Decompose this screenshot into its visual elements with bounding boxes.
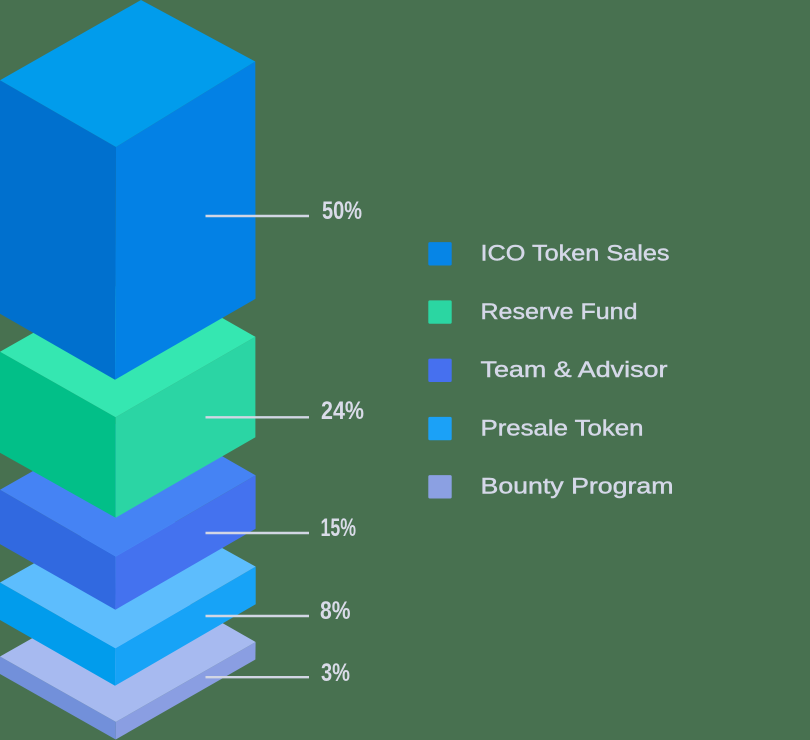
svg-text:50%: 50% xyxy=(322,197,362,225)
svg-text:Bounty Program: Bounty Program xyxy=(481,474,674,499)
svg-text:15%: 15% xyxy=(321,514,357,542)
svg-text:Team & Advisor: Team & Advisor xyxy=(481,357,668,382)
svg-text:Presale Token: Presale Token xyxy=(481,415,644,440)
svg-text:24%: 24% xyxy=(321,397,364,425)
svg-text:ICO Token Sales: ICO Token Sales xyxy=(481,241,670,266)
svg-text:3%: 3% xyxy=(321,659,350,687)
svg-text:8%: 8% xyxy=(320,597,351,625)
svg-text:Reserve Fund: Reserve Fund xyxy=(481,299,638,324)
